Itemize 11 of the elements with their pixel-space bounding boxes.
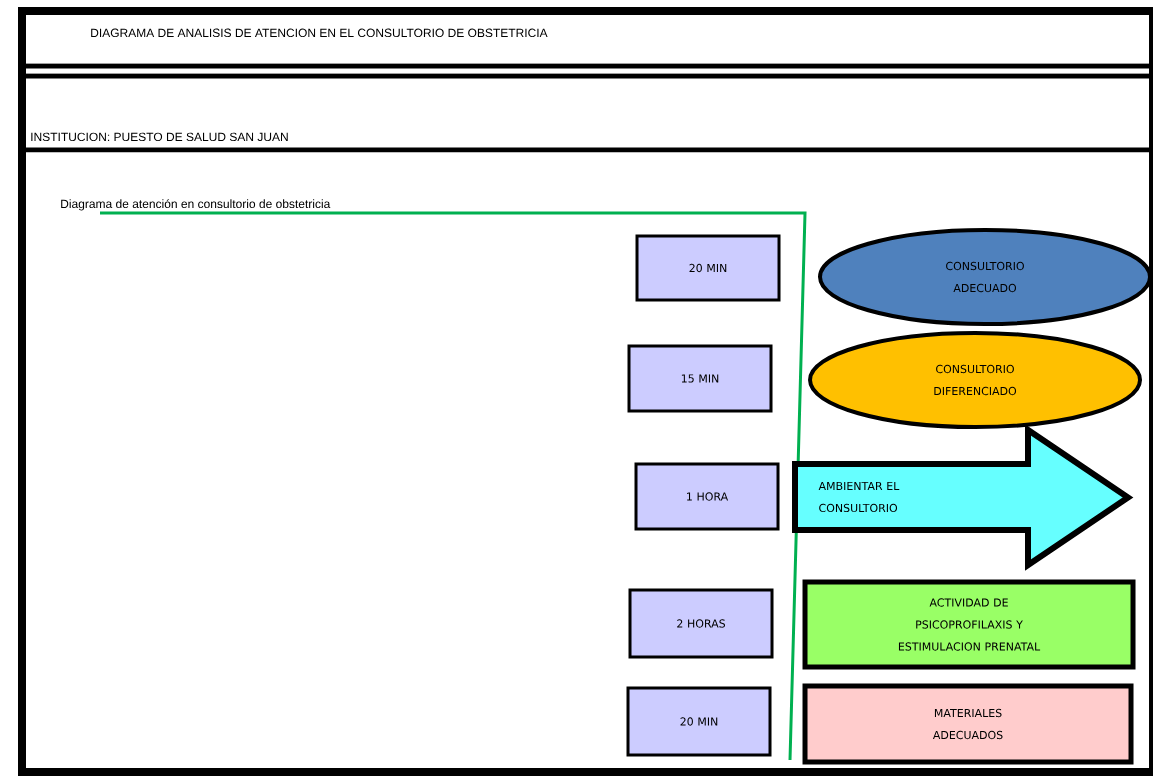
heading: DIAGRAMA DE ANALISIS DE ATENCION EN EL CONSULTORIO DE OBSTETRICIA (91, 28, 548, 38)
label-text: Diagrama de atención en consultorio de obstetricia (61, 199, 331, 211)
process-box: 20 MIN (626, 686, 772, 757)
process-box: 20 MIN (635, 234, 781, 302)
label-text: INSTITUCION: PUESTO DE SALUD SAN JUAN (31, 132, 288, 142)
process-box: 2 HORAS (628, 588, 774, 659)
process-box: MATERIALES ADECUADOS (802, 683, 1134, 765)
arrow-shaped-box: AMBIENTAR EL CONSULTORIO (792, 424, 1134, 571)
process-box: 15 MIN (627, 344, 773, 413)
process-box: 1 HORA (634, 462, 780, 531)
process-box: ACTIVIDAD DE PSICOPROFILAXIS Y ESTIMULACION PRENATAL (802, 579, 1136, 670)
